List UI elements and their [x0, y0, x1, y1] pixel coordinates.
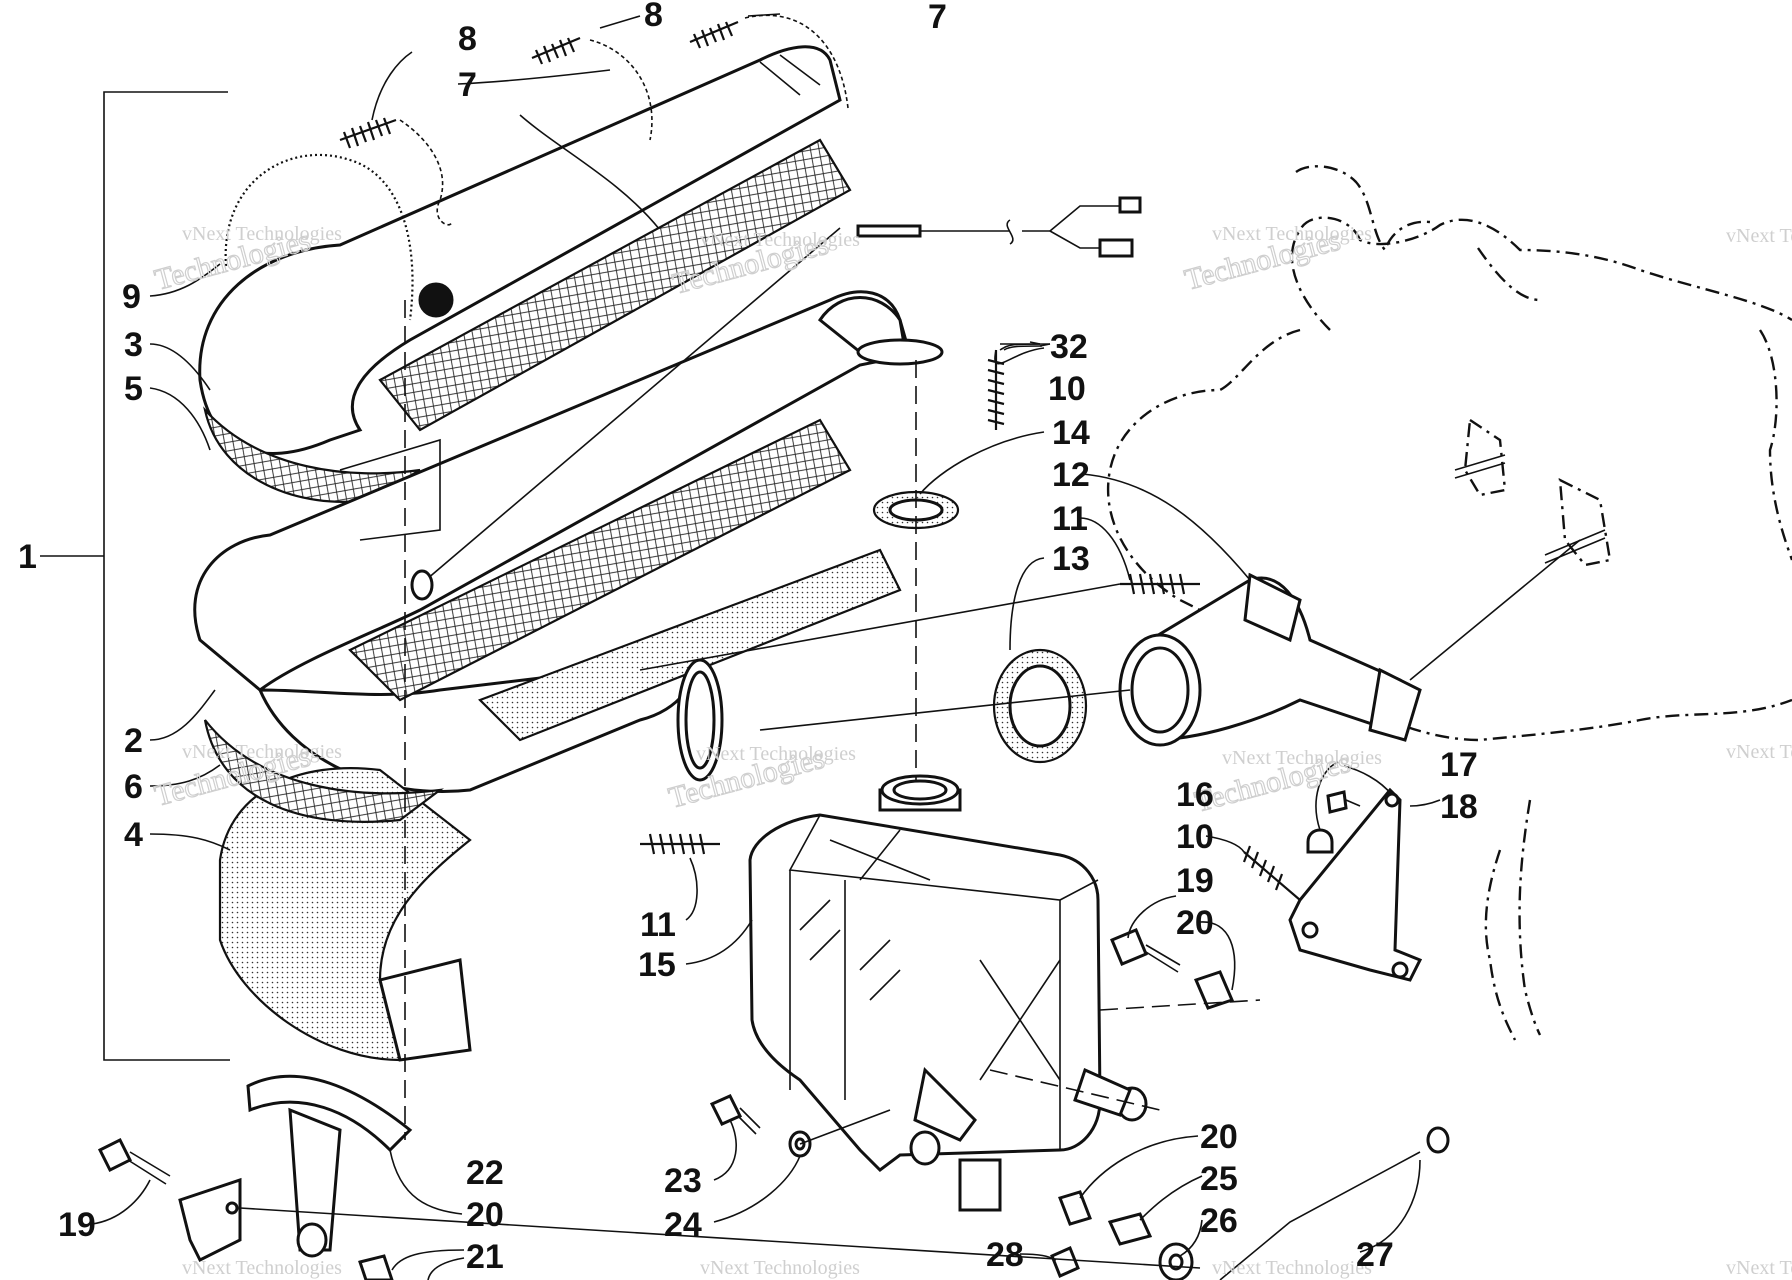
callout-9: 9 [122, 278, 141, 316]
callout-19: 19 [58, 1206, 96, 1244]
watermark-text: vNext Technologies [1726, 225, 1792, 247]
callout-15: 15 [638, 946, 676, 984]
callout-7: 7 [928, 0, 947, 36]
callout-8: 8 [458, 20, 477, 58]
callout-16: 16 [1176, 776, 1214, 814]
bolt-19a [1110, 928, 1181, 973]
spring-10b [1242, 845, 1301, 901]
callout-18: 18 [1440, 788, 1478, 826]
callout-17: 17 [1440, 746, 1478, 784]
spring-8a [339, 117, 397, 149]
watermark-text: vNext Technologies [1222, 747, 1382, 769]
callout-13: 13 [1052, 540, 1090, 578]
watermark-text: vNext Technologies [182, 741, 342, 763]
ground-strap-27 [1219, 1126, 1450, 1280]
grommet-20b [1058, 1190, 1092, 1226]
callout-28: 28 [986, 1236, 1024, 1274]
heat-shield-upper [198, 45, 852, 503]
bead-chain-7b [589, 14, 849, 141]
spring-11a [1120, 573, 1200, 595]
callout-10: 10 [1176, 818, 1214, 856]
callout-3: 3 [124, 326, 143, 364]
washer-26 [1158, 1242, 1194, 1280]
callout-22: 22 [466, 1154, 504, 1192]
watermark-text: vNext Technologies [1726, 1257, 1792, 1279]
bolt-19b [97, 1137, 171, 1185]
bead-chain-7a [399, 119, 453, 226]
seal-ring-13 [992, 648, 1088, 764]
callout-8: 8 [644, 0, 663, 34]
callout-19: 19 [1176, 862, 1214, 900]
assembly-bracket [40, 91, 230, 1061]
callout-20: 20 [1200, 1118, 1238, 1156]
spacer-25 [1107, 1212, 1153, 1246]
callout-10: 10 [1048, 370, 1086, 408]
callout-labels: 1 2 3 4 5 6 7 7 8 8 9 10 10 11 11 12 13 … [18, 0, 1478, 1276]
watermark-text: vNext Technologies [1212, 1257, 1372, 1279]
callout-26: 26 [1200, 1202, 1238, 1240]
callout-11: 11 [640, 906, 676, 944]
bolt-23 [709, 1094, 761, 1135]
callout-12: 12 [1052, 456, 1090, 494]
callout-14: 14 [1052, 414, 1090, 452]
lower-bracket-22 [246, 1074, 413, 1252]
hanger-spring-9 [224, 153, 454, 321]
grommet-20c [296, 1222, 394, 1280]
callout-24: 24 [664, 1206, 702, 1244]
watermark-text: vNext Technologies [696, 743, 856, 765]
callout-32: 32 [1050, 328, 1088, 366]
watermark-text: vNext Technologies [700, 229, 860, 251]
spring-8b [531, 36, 581, 65]
leader-lines [91, 13, 1441, 1280]
expansion-chamber [193, 290, 944, 793]
exhaust-manifold-12 [1118, 572, 1422, 747]
callout-25: 25 [1200, 1160, 1238, 1198]
temperature-sensor [410, 196, 1142, 601]
alignment-lines [239, 300, 1581, 1269]
callout-20: 20 [466, 1196, 504, 1234]
spring-8c [689, 20, 739, 49]
callout-2: 2 [124, 722, 143, 760]
mount-bracket-18 [1288, 787, 1423, 982]
rubber-cap-16 [1306, 828, 1334, 854]
muffler [748, 774, 1148, 1212]
callout-6: 6 [124, 768, 143, 806]
bolt-17 [1326, 790, 1361, 814]
mount-plate-19b [178, 1177, 242, 1263]
watermark-text: vNext Technologies [182, 1257, 342, 1279]
callout-20: 20 [1176, 904, 1214, 942]
callout-1: 1 [18, 538, 37, 576]
spring-11b [640, 833, 720, 855]
watermark-text: vNext Technologies [1212, 223, 1372, 245]
callout-5: 5 [124, 370, 143, 408]
callout-23: 23 [664, 1162, 702, 1200]
grommet-20a [1193, 970, 1235, 1010]
callout-11: 11 [1052, 500, 1088, 538]
bolt-28 [1050, 1245, 1080, 1279]
callout-27: 27 [1356, 1236, 1394, 1274]
heat-shield-lower [203, 438, 472, 1062]
callout-4: 4 [124, 816, 143, 854]
callout-21: 21 [466, 1238, 504, 1276]
watermark-text: vNext Technologies [1726, 741, 1792, 763]
watermark-text: vNext Technologies [700, 1257, 860, 1279]
watermark-text: vNext Technologies [182, 223, 342, 245]
callout-7: 7 [458, 66, 477, 104]
